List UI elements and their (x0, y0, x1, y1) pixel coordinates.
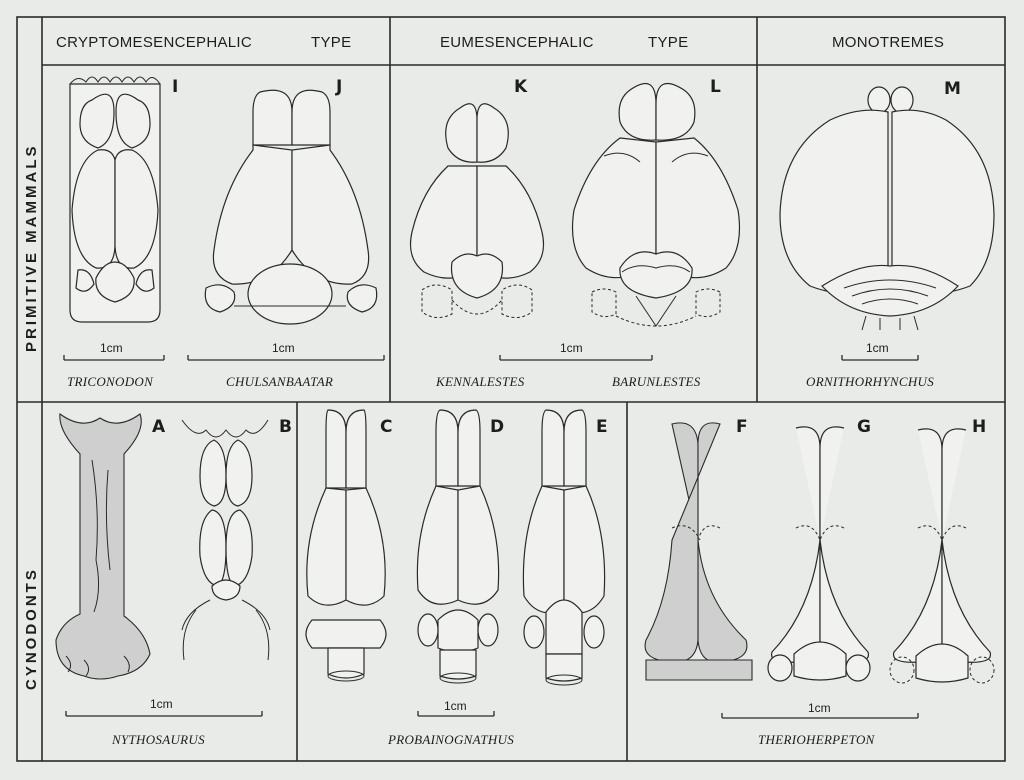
scale-label: 1cm (808, 701, 831, 715)
taxon-barunlestes: BARUNLESTES (612, 374, 701, 389)
panel-letter-b: B (279, 417, 292, 437)
brain-drawing-probainognathus-c (305, 409, 387, 682)
scale-bar-chulsanbaatar: 1cm (187, 341, 385, 361)
row-label-primitive-mammals: PRIMITIVE MAMMALS (23, 144, 40, 353)
scale-label: 1cm (560, 341, 583, 355)
scale-bar-therioherpeton: 1cm (721, 701, 919, 719)
panel-letter-l: L (710, 77, 721, 97)
brain-drawing-ornithorhynchus (779, 86, 995, 331)
scale-bar-probainognathus: 1cm (417, 699, 495, 717)
taxon-therioherpeton: THERIOHERPETON (758, 732, 876, 747)
panel-letter-g: G (857, 417, 871, 437)
taxon-kennalestes: KENNALESTES (435, 374, 525, 389)
header-eumesencephalic: EUMESENCEPHALIC (440, 34, 594, 51)
taxon-nythosaurus: NYTHOSAURUS (111, 732, 205, 747)
scale-label: 1cm (100, 341, 123, 355)
brain-drawing-probainognathus-e (522, 409, 606, 686)
panel-letter-c: C (380, 417, 392, 437)
scale-label: 1cm (150, 697, 173, 711)
row-label-cynodonts: CYNODONTS (23, 567, 40, 690)
panel-letter-m: M (944, 79, 961, 99)
header-monotremes: MONOTREMES (832, 34, 944, 51)
plate-frame (16, 16, 1006, 762)
scale-label: 1cm (272, 341, 295, 355)
header-cryptomesencephalic-type: TYPE (311, 34, 351, 51)
scale-label: 1cm (866, 341, 889, 355)
brain-drawing-therioherpeton-h (889, 428, 995, 684)
taxon-triconodon: TRICONODON (67, 374, 154, 389)
brain-drawing-probainognathus-d (416, 409, 500, 684)
brain-drawing-kennalestes (409, 103, 545, 318)
panel-letter-d: D (490, 417, 504, 437)
panel-letter-i: I (172, 77, 178, 97)
brain-drawing-chulsanbaatar (204, 89, 378, 325)
panel-letter-k: K (514, 77, 528, 97)
brain-drawing-therioherpeton-g (767, 426, 871, 682)
brain-drawing-nythosaurus-b (181, 419, 271, 661)
scale-bar-kennalestes-barunlestes: 1cm (499, 341, 653, 361)
taxon-ornithorhynchus: ORNITHORHYNCHUS (806, 374, 934, 389)
panel-letter-h: H (972, 417, 986, 437)
brain-drawing-therioherpeton-f (644, 422, 753, 681)
panel-letter-j: J (335, 77, 342, 97)
header-cryptomesencephalic: CRYPTOMESENCEPHALIC (56, 34, 252, 51)
taxon-chulsanbaatar: CHULSANBAATAR (226, 374, 333, 389)
header-eumesencephalic-type: TYPE (648, 34, 688, 51)
scale-label: 1cm (444, 699, 467, 713)
scale-bar-ornithorhynchus: 1cm (841, 341, 919, 361)
panel-letter-a: A (152, 417, 166, 437)
panel-letter-f: F (736, 417, 748, 437)
scale-bar-triconodon: 1cm (63, 341, 165, 361)
brain-drawing-barunlestes (571, 82, 741, 327)
brain-drawing-triconodon (69, 76, 161, 323)
panel-letter-e: E (596, 417, 608, 437)
taxon-probainognathus: PROBAINOGNATHUS (387, 732, 514, 747)
scale-bar-nythosaurus: 1cm (65, 697, 263, 717)
brain-drawing-nythosaurus-a (55, 413, 151, 680)
